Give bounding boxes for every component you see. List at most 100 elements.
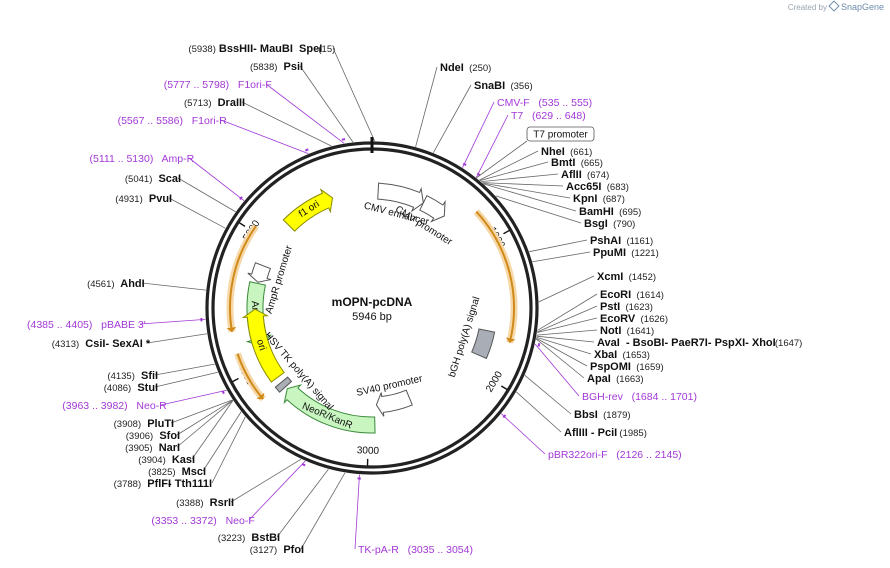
primer-mark bbox=[341, 138, 346, 141]
site-label: T7 (629 .. 648) bbox=[511, 110, 586, 122]
enzyme-name: XcmI bbox=[597, 271, 623, 283]
site-leader-lines bbox=[139, 47, 598, 550]
tick-mark bbox=[231, 377, 239, 383]
site-labels: (5938) BssHII - MauBI SpeI (15)NdeI (250… bbox=[27, 43, 802, 556]
feature-cmv-promoter bbox=[419, 195, 446, 223]
site-leader bbox=[462, 101, 495, 168]
primer-label-part: TK-pA-R bbox=[358, 544, 399, 556]
site-position: (661) bbox=[565, 147, 592, 158]
site-label: (4135) SfiI bbox=[107, 370, 158, 382]
site-position: (1985) bbox=[614, 428, 647, 439]
site-leader bbox=[170, 399, 233, 424]
site-label: SnaBI (356) bbox=[474, 80, 533, 92]
site-label: NotI (1641) bbox=[600, 325, 654, 337]
site-label: (5041) ScaI bbox=[125, 173, 181, 185]
site-leader bbox=[537, 293, 598, 331]
primer-label-part: pBABE 3' bbox=[92, 319, 145, 331]
site-leader bbox=[433, 84, 472, 153]
tick-label: 3000 bbox=[357, 445, 380, 457]
enzyme-name: PpuMI bbox=[593, 247, 626, 259]
site-label: (3353 .. 3372) Neo-F bbox=[151, 515, 254, 527]
site-label: (3905) NarI bbox=[125, 442, 180, 454]
enzyme-name: NotI bbox=[600, 325, 621, 337]
site-leader bbox=[220, 119, 309, 154]
enzyme-name: - SexAI * bbox=[99, 338, 150, 350]
callout-box bbox=[526, 126, 595, 142]
tick-mark bbox=[238, 221, 246, 227]
site-label: (3388) RsrII bbox=[176, 497, 234, 509]
enzyme-name: BssHII bbox=[216, 43, 253, 55]
site-label: PshAI (1161) bbox=[590, 235, 653, 247]
site-position: (4086) bbox=[104, 383, 131, 394]
site-label: CMV-F (535 .. 555) bbox=[497, 97, 592, 109]
enzyme-name: MscI bbox=[176, 466, 207, 478]
enzyme-name: ScaI bbox=[152, 173, 181, 185]
enzyme-name: - PciI bbox=[588, 427, 617, 439]
enzyme-name: CsiI bbox=[79, 338, 105, 350]
enzyme-name: NarI bbox=[153, 442, 181, 454]
site-leader bbox=[501, 413, 546, 455]
site-position: (1647) bbox=[770, 338, 803, 349]
site-position: (3906) bbox=[126, 431, 153, 442]
enzyme-name: AhdI bbox=[115, 278, 145, 290]
enzyme-name: - Tth111I bbox=[165, 478, 212, 490]
site-label: PspOMI (1659) bbox=[590, 361, 664, 373]
orf-arrow bbox=[229, 225, 257, 332]
enzyme-name: KpnI bbox=[573, 193, 597, 205]
site-leader bbox=[176, 400, 234, 448]
site-label: BmtI (665) bbox=[551, 157, 603, 169]
primer-label-part: (629 .. 648) bbox=[523, 110, 585, 122]
enzyme-name: BstBI bbox=[245, 532, 280, 544]
site-position: (1879) bbox=[598, 410, 631, 421]
site-position: (665) bbox=[575, 158, 602, 169]
site-position: (5838) bbox=[250, 62, 277, 73]
site-position: (1659) bbox=[631, 362, 664, 373]
site-label: (3223) BstBI bbox=[218, 532, 280, 544]
site-label: (3906) SfoI bbox=[126, 430, 180, 442]
site-position: (4313) bbox=[52, 339, 79, 350]
enzyme-name: KasI bbox=[166, 454, 195, 466]
primer-mark bbox=[462, 162, 467, 167]
site-leader bbox=[332, 47, 376, 142]
site-leader bbox=[139, 318, 206, 325]
site-leader bbox=[536, 336, 592, 355]
site-label: (3127) PfoI bbox=[250, 544, 304, 556]
feature-hsv-tk-poly-a-signal bbox=[274, 376, 293, 393]
site-leader bbox=[532, 251, 591, 263]
site-leader bbox=[177, 177, 236, 213]
site-label: NdeI (250) bbox=[440, 62, 491, 74]
site-leader bbox=[146, 333, 208, 344]
enzyme-name: Acc65I bbox=[566, 181, 601, 193]
site-position: (1653) bbox=[617, 350, 650, 361]
orf-arrow bbox=[475, 210, 515, 343]
primer-mark bbox=[301, 463, 306, 467]
site-leader bbox=[354, 474, 360, 550]
enzyme-name: PstI bbox=[600, 301, 620, 313]
enzyme-name: AvaI bbox=[597, 337, 620, 349]
primer-marks bbox=[200, 138, 541, 480]
enzyme-name: - PaeR7I bbox=[658, 337, 708, 349]
site-leader bbox=[191, 400, 234, 460]
site-position: (687) bbox=[597, 194, 624, 205]
enzyme-name: - BsoBI bbox=[620, 337, 665, 349]
site-leader bbox=[536, 337, 588, 367]
site-label: (4561) AhdI bbox=[87, 278, 145, 290]
tick-mark bbox=[500, 385, 508, 391]
site-leader bbox=[168, 197, 226, 229]
site-label: BbsI (1879) bbox=[574, 409, 631, 421]
site-label: pBR322ori-F (2126 .. 2145) bbox=[548, 449, 682, 461]
primer-label-part: T7 bbox=[511, 110, 523, 122]
site-label: (4931) PvuI bbox=[115, 193, 172, 205]
primer-mark bbox=[304, 148, 309, 152]
site-label: AflIII - PciI (1985) bbox=[564, 427, 647, 439]
primer-label-part: (3353 .. 3372) bbox=[151, 515, 216, 527]
site-label: PpuMI (1221) bbox=[593, 247, 659, 259]
primer-mark bbox=[221, 390, 225, 395]
primer-label-part: CMV-F bbox=[497, 97, 530, 109]
enzyme-name: PfoI bbox=[277, 544, 304, 556]
site-leader bbox=[535, 338, 585, 379]
site-leader bbox=[475, 114, 509, 178]
primer-label-part: (535 .. 555) bbox=[530, 97, 592, 109]
enzyme-name: DraIII bbox=[211, 97, 245, 109]
